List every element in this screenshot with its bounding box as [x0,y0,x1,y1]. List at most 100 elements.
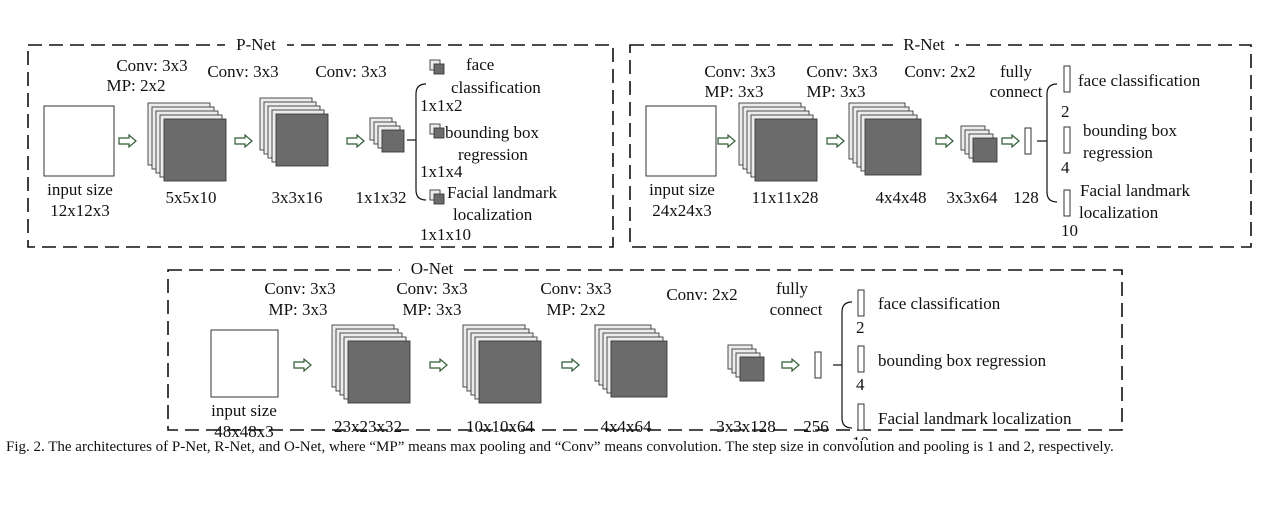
arrow-icon [717,134,736,148]
rnet-fc-size: 128 [1013,188,1039,207]
onet-input-square [210,329,279,398]
arrow-icon [234,134,253,148]
feature-map-front [381,129,405,153]
pnet-dashed-frame [27,44,614,248]
onet-layer1-size: 23x23x32 [334,417,402,436]
pnet-bbox-label1: bounding box [445,123,539,142]
pnet-input-label: input size [47,180,113,199]
rnet-layer2-stack [848,102,922,176]
feature-map-front [972,137,998,163]
rnet-landmark-dim: 10 [1061,221,1078,240]
pnet-layer1-stack [147,102,227,182]
onet-layer3-mp: MP: 2x2 [546,300,605,319]
pnet-bbox-label2: regression [458,145,528,164]
pnet-face-label2: classification [451,78,541,97]
pnet-input-square [43,105,115,177]
onet-layer2-stack [462,324,542,404]
feature-map-front [347,340,411,404]
rnet-landmark-label2: localization [1079,203,1159,222]
rnet-layer2-size: 4x4x48 [876,188,927,207]
rnet-layer3-size: 3x3x64 [947,188,999,207]
onet-bbox-vector [857,345,865,373]
onet-input-label: input size [211,401,277,420]
onet-face-dim: 2 [856,318,865,337]
onet-title-bg [400,259,464,279]
pnet-layer1-conv: Conv: 3x3 [116,56,187,75]
pnet-layer1-mp: MP: 2x2 [106,76,165,95]
onet-layer3-size: 4x4x64 [601,417,653,436]
onet-bbox-label: bounding box regression [878,351,1047,370]
arrow-icon [1001,134,1020,148]
rnet-landmark-label1: Facial landmark [1080,181,1190,200]
rnet-layer1-stack [738,102,818,182]
onet-landmark-dim: 10 [852,433,869,440]
rnet-layer2-conv: Conv: 3x3 [806,62,877,81]
rnet-layer3-conv: Conv: 2x2 [904,62,975,81]
rnet-bbox-vector [1063,126,1071,154]
arrow-icon [293,358,312,372]
pnet-face-dim: 1x1x2 [420,96,463,115]
pnet-landmark-dim: 1x1x10 [420,225,471,244]
onet-layer3-conv: Conv: 3x3 [540,279,611,298]
rnet-face-dim: 2 [1061,102,1070,121]
pnet-layer1-size: 5x5x10 [166,188,217,207]
onet-output-bracket [833,301,853,429]
onet-layer1-stack [331,324,411,404]
arrow-icon [118,134,137,148]
feature-map-front [478,340,542,404]
rnet-fc-vector [1024,127,1032,155]
rnet-layer1-conv: Conv: 3x3 [704,62,775,81]
feature-map-front [433,63,445,75]
rnet-layer2-mp: MP: 3x3 [806,82,865,101]
arrow-icon [935,134,954,148]
rnet-bbox-dim: 4 [1061,158,1070,177]
rnet-input-label: input size [649,180,715,199]
rnet-input-square [645,105,717,177]
arrow-icon [346,134,365,148]
rnet-fc-label2: connect [990,82,1043,101]
onet-face-label: face classification [878,294,1001,313]
onet-layer2-mp: MP: 3x3 [402,300,461,319]
pnet-layer3-size: 1x1x32 [356,188,407,207]
feature-map-front [433,193,445,205]
rnet-bbox-label1: bounding box [1083,121,1177,140]
pnet-layer3-stack [369,117,405,153]
rnet-layer3-stack [960,125,998,163]
pnet-face-output-stack [429,59,445,75]
feature-map-front [275,113,329,167]
pnet-layer2-size: 3x3x16 [272,188,323,207]
arrow-icon [561,358,580,372]
onet-fc-vector [814,351,822,379]
arrow-icon [429,358,448,372]
onet-fc-label1: fully [776,279,809,298]
feature-map-front [739,356,765,382]
feature-map-front [163,118,227,182]
pnet-layer2-stack [259,97,329,167]
pnet-landmark-output-stack [429,189,445,205]
pnet-title: P-Net [236,35,276,54]
figure-caption: Fig. 2. The architectures of P-Net, R-Ne… [6,439,1114,455]
rnet-face-vector [1063,65,1071,93]
pnet-face-label1: face [466,55,494,74]
onet-layer1-mp: MP: 3x3 [268,300,327,319]
onet-fc-size: 256 [803,417,829,436]
onet-bbox-dim: 4 [856,375,865,394]
rnet-panel: R-Net input size 24x24x3 Conv: 3x3 MP: 3… [629,34,1252,248]
pnet-title-bg [225,34,287,54]
onet-layer2-conv: Conv: 3x3 [396,279,467,298]
rnet-layer1-mp: MP: 3x3 [704,82,763,101]
rnet-title-bg [893,34,955,54]
onet-layer3-stack [594,324,668,398]
onet-dashed-frame [167,269,1123,431]
pnet-panel: P-Net input size 12x12x3 Conv: 3x3 MP: 2… [27,34,614,248]
pnet-input-size: 12x12x3 [50,201,110,220]
rnet-bbox-label2: regression [1083,143,1153,162]
rnet-fc-label1: fully [1000,62,1033,81]
onet-layer2-size: 10x10x64 [466,417,535,436]
rnet-layer1-size: 11x11x28 [752,188,819,207]
feature-map-front [754,118,818,182]
feature-map-front [433,127,445,139]
onet-face-vector [857,289,865,317]
feature-map-front [610,340,668,398]
onet-fc-label2: connect [770,300,823,319]
